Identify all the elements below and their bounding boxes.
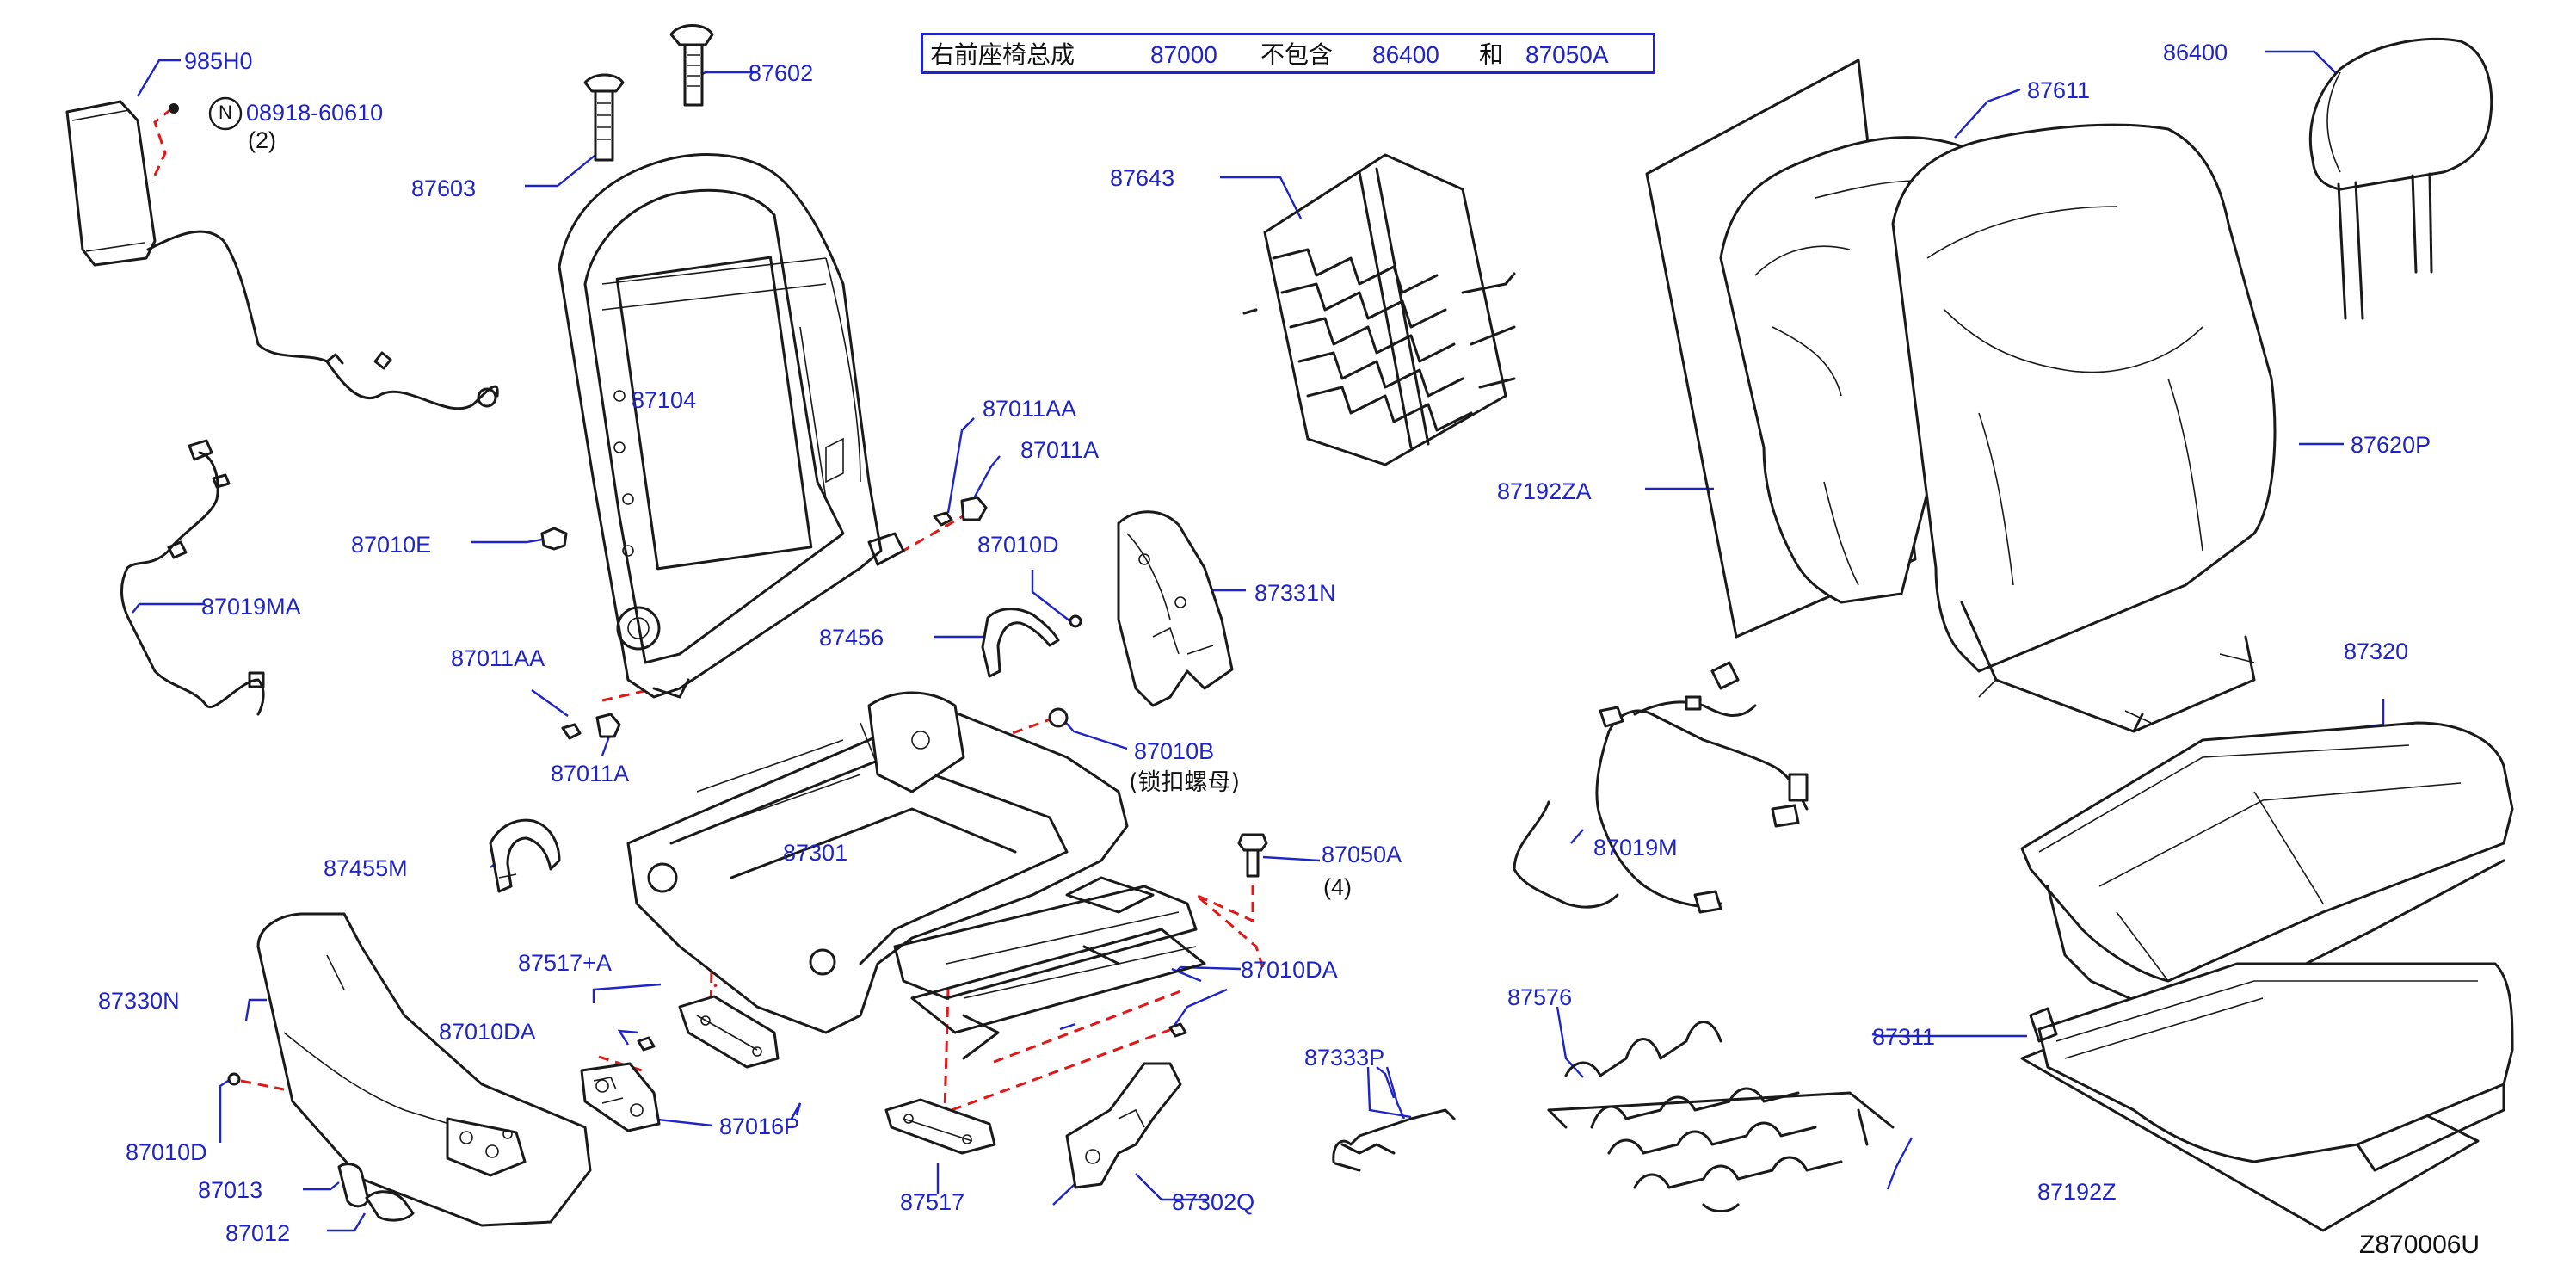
bolts-top [933,496,988,527]
label-qty-2: (2) [248,127,276,153]
assembly-text: 右前座椅总成 [930,40,1075,69]
label-87011AA-top: 87011AA [983,396,1077,422]
bolt-87010DA-right [1168,1022,1187,1038]
recliner-87302Q [1065,1062,1182,1189]
bracket-87456 [981,608,1060,678]
label-87576: 87576 [1507,984,1573,1010]
label-87192Z: 87192Z [2037,1179,2117,1205]
label-lock-nut: (锁扣螺母) [1129,769,1241,796]
bolts-bottom [561,713,621,740]
label-87192ZA: 87192ZA [1497,478,1592,504]
label-87019M: 87019M [1593,835,1678,861]
seat-frame-87301 [626,691,1206,1060]
label-87010D-bottom: 87010D [126,1139,207,1165]
label-87517-plus-a: 87517+A [518,950,612,976]
label-87620P: 87620P [2351,432,2431,458]
label-87011AA-bottom: 87011AA [451,645,545,671]
label-87301: 87301 [783,840,848,866]
cushion-pad-87311 [2020,962,2514,1232]
bolt-87050A [1237,833,1268,878]
label-87302Q: 87302Q [1172,1189,1255,1215]
label-87016P: 87016P [719,1114,800,1139]
label-87456: 87456 [819,625,884,651]
leader-lines [132,50,2385,1232]
and-text: 和 [1479,40,1504,69]
label-87010B: 87010B [1134,738,1215,764]
harness-87019M [1513,661,1809,914]
label-87010DA-right: 87010DA [1241,957,1338,983]
spring-87576 [1547,1021,1895,1212]
cushion-trim-87320 [2020,721,2514,1017]
label-qty-4: (4) [1323,874,1352,900]
headrest-86400 [2308,37,2493,320]
excluded-part-1: 86400 [1372,41,1439,68]
label-985H0: 985H0 [184,48,253,74]
label-87455M: 87455M [324,855,408,881]
spring-mat-87643 [1242,153,1516,466]
wire-87333P [1332,1108,1456,1172]
bracket-87517 [884,1098,996,1155]
knob-87012 [365,1190,415,1222]
label-circle-n: N [219,102,232,123]
harness-87019MA [120,439,265,716]
side-cover-87330N [256,912,592,1227]
label-86400: 86400 [2163,40,2228,65]
headrest-guides [583,24,714,162]
label-87011A-top: 87011A [1020,437,1100,463]
label-87602: 87602 [749,60,814,86]
label-87320: 87320 [2344,638,2409,664]
hole-plug-circle [208,96,243,131]
label-08918-60610: 08918-60610 [246,100,384,126]
label-87019MA: 87019MA [201,594,301,620]
back-cover-87331N [1117,510,1234,707]
lock-nut-87010B [1048,707,1069,728]
label-87010DA-left: 87010DA [439,1019,536,1045]
label-87013: 87013 [198,1177,263,1203]
label-87330N: 87330N [98,988,180,1014]
diagram-code: Z870006U [2359,1231,2480,1259]
assembly-header: 右前座椅总成 87000 不包含 86400 和 87050A [921,33,1655,74]
label-87311: 87311 [1872,1024,1936,1050]
label-87331N: 87331N [1254,580,1336,606]
clip-87010E [540,527,568,551]
seatback-trim-87620P [1891,123,2277,733]
label-87010E: 87010E [351,532,432,558]
bracket-87517A [678,995,780,1069]
screw-87010D-bottom [227,1072,241,1086]
label-87010D-top: 87010D [977,532,1059,558]
switch-87016P [580,1062,661,1132]
label-87643: 87643 [1110,165,1175,191]
bolt-dot [169,103,179,114]
label-87517: 87517 [900,1189,965,1215]
label-87050A: 87050A [1322,842,1402,867]
bracket-87455M [489,818,561,893]
excluded-part-2: 87050A [1525,41,1609,68]
assembly-part-number: 87000 [1150,41,1217,68]
label-87011A-bottom: 87011A [551,761,630,787]
clip-87010D-top [1069,614,1082,628]
seat-back-frame-87104 [558,153,905,699]
label-87611: 87611 [2027,77,2091,103]
excludes-text: 不包含 [1260,40,1334,69]
bolt-87010DA-left [637,1036,656,1052]
label-87603: 87603 [411,176,477,201]
label-87012: 87012 [225,1220,291,1246]
label-87104: 87104 [632,387,697,413]
label-87333P: 87333P [1304,1045,1385,1070]
airbag-module-985H0 [65,100,499,410]
